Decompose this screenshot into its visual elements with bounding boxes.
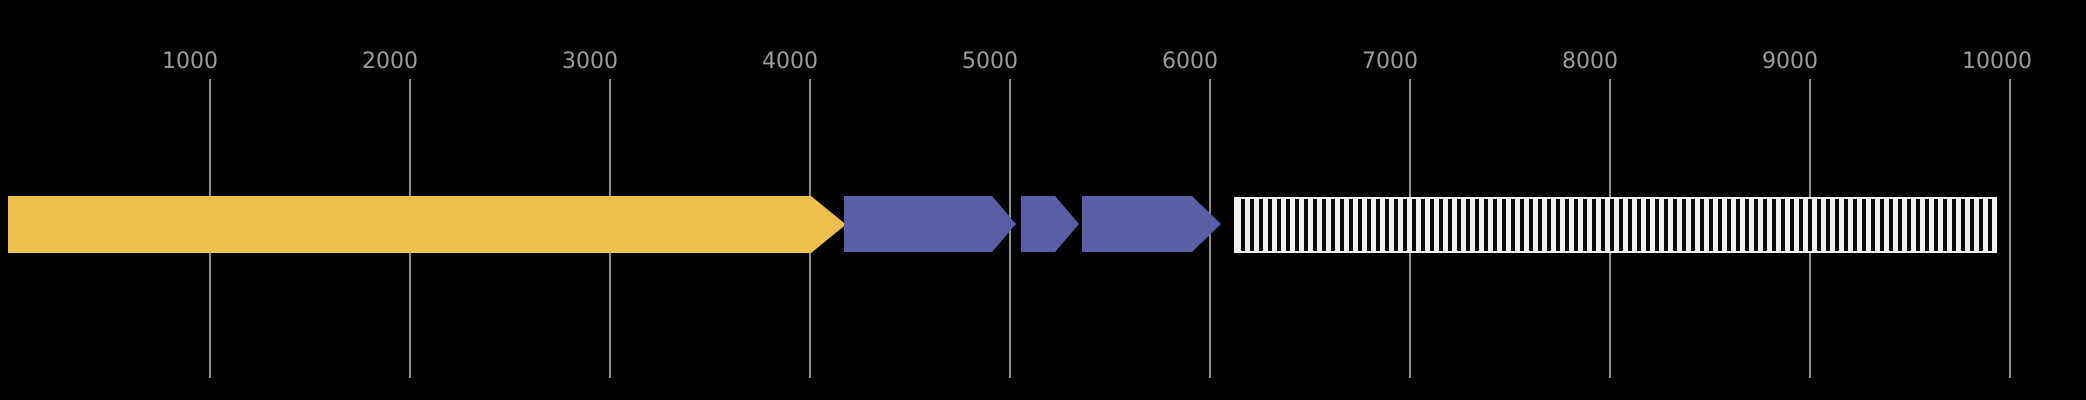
gene-arrow-feature-4 (1082, 196, 1221, 252)
hatched-region (1234, 197, 1997, 253)
gene-arrow-feature-1 (8, 196, 846, 253)
gene-arrow-feature-3 (1021, 196, 1079, 252)
gene-arrow-feature-2 (844, 196, 1016, 252)
